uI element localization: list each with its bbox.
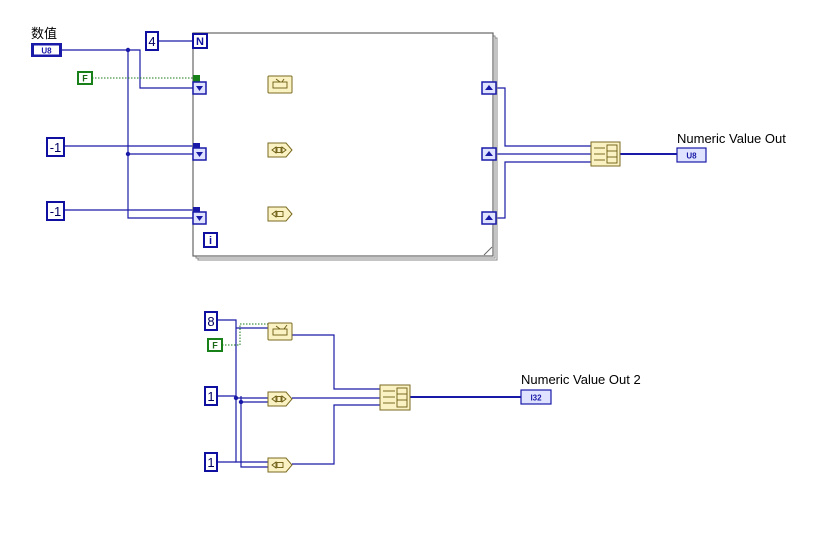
- shift-function-2[interactable]: [267, 457, 293, 473]
- neg-one-constant-b[interactable]: -1: [46, 201, 65, 221]
- wire-b-array-1[interactable]: [292, 334, 380, 390]
- wire-control-to-tunnel-3[interactable]: [62, 49, 196, 219]
- build-array-function[interactable]: [590, 141, 621, 167]
- control-label: 数值: [31, 26, 57, 41]
- set-property-function-2[interactable]: [267, 322, 293, 341]
- shift-function[interactable]: [267, 206, 293, 222]
- wire-one-a-down[interactable]: [240, 396, 268, 468]
- wire-array-3[interactable]: [497, 161, 591, 219]
- input-tunnel-1[interactable]: [192, 75, 207, 95]
- wire-junction: [125, 47, 131, 53]
- count-constant[interactable]: 4: [145, 31, 159, 51]
- neg-one-value: -1: [50, 204, 62, 219]
- input-tunnel-2[interactable]: [192, 143, 207, 161]
- count-terminal-letter: N: [196, 36, 204, 48]
- one-value: 1: [207, 389, 214, 404]
- wire-eight[interactable]: [217, 319, 268, 463]
- build-array-function-2[interactable]: [379, 384, 411, 411]
- control-type-tag: U8: [41, 47, 52, 56]
- bool-value: F: [212, 341, 218, 351]
- output-tunnel-1[interactable]: [481, 81, 497, 95]
- neg-one-constant-a[interactable]: -1: [46, 137, 65, 157]
- one-constant-a[interactable]: 1: [204, 386, 218, 406]
- set-property-function[interactable]: [267, 75, 293, 94]
- bool-constant-top[interactable]: F: [77, 71, 93, 85]
- indicator-type-tag-2: I32: [530, 394, 542, 403]
- eight-value: 8: [207, 314, 214, 329]
- eight-constant[interactable]: 8: [204, 311, 218, 331]
- wire-b-array-3[interactable]: [292, 404, 380, 465]
- indicator-type-tag-1: U8: [686, 152, 697, 161]
- neg-one-value: -1: [50, 140, 62, 155]
- scale-function[interactable]: [267, 142, 293, 158]
- numeric-indicator-1[interactable]: U8: [676, 147, 707, 163]
- numeric-control[interactable]: U8: [31, 43, 62, 57]
- for-loop[interactable]: [192, 32, 498, 261]
- wire-junction: [238, 399, 244, 405]
- indicator-label-1: Numeric Value Out: [677, 131, 786, 146]
- wire-array-1[interactable]: [497, 87, 591, 147]
- wire-junction: [233, 395, 239, 401]
- loop-count-terminal[interactable]: N: [192, 33, 208, 49]
- wire-control-to-tunnel-1[interactable]: [128, 49, 196, 89]
- scale-function-2[interactable]: [267, 391, 293, 407]
- output-tunnel-3[interactable]: [481, 211, 497, 225]
- one-value: 1: [207, 455, 214, 470]
- iteration-terminal[interactable]: i: [203, 232, 218, 248]
- wire-bool-bottom[interactable]: [222, 323, 268, 346]
- count-value: 4: [148, 34, 155, 49]
- indicator-label-2: Numeric Value Out 2: [521, 372, 641, 387]
- iteration-terminal-letter: i: [209, 235, 212, 247]
- output-tunnel-2[interactable]: [481, 147, 497, 161]
- input-tunnel-3[interactable]: [192, 207, 207, 225]
- bool-constant-bottom[interactable]: F: [207, 338, 223, 352]
- bool-value: F: [82, 74, 88, 84]
- numeric-indicator-2[interactable]: I32: [520, 389, 552, 405]
- one-constant-b[interactable]: 1: [204, 452, 218, 472]
- wire-junction: [125, 151, 131, 157]
